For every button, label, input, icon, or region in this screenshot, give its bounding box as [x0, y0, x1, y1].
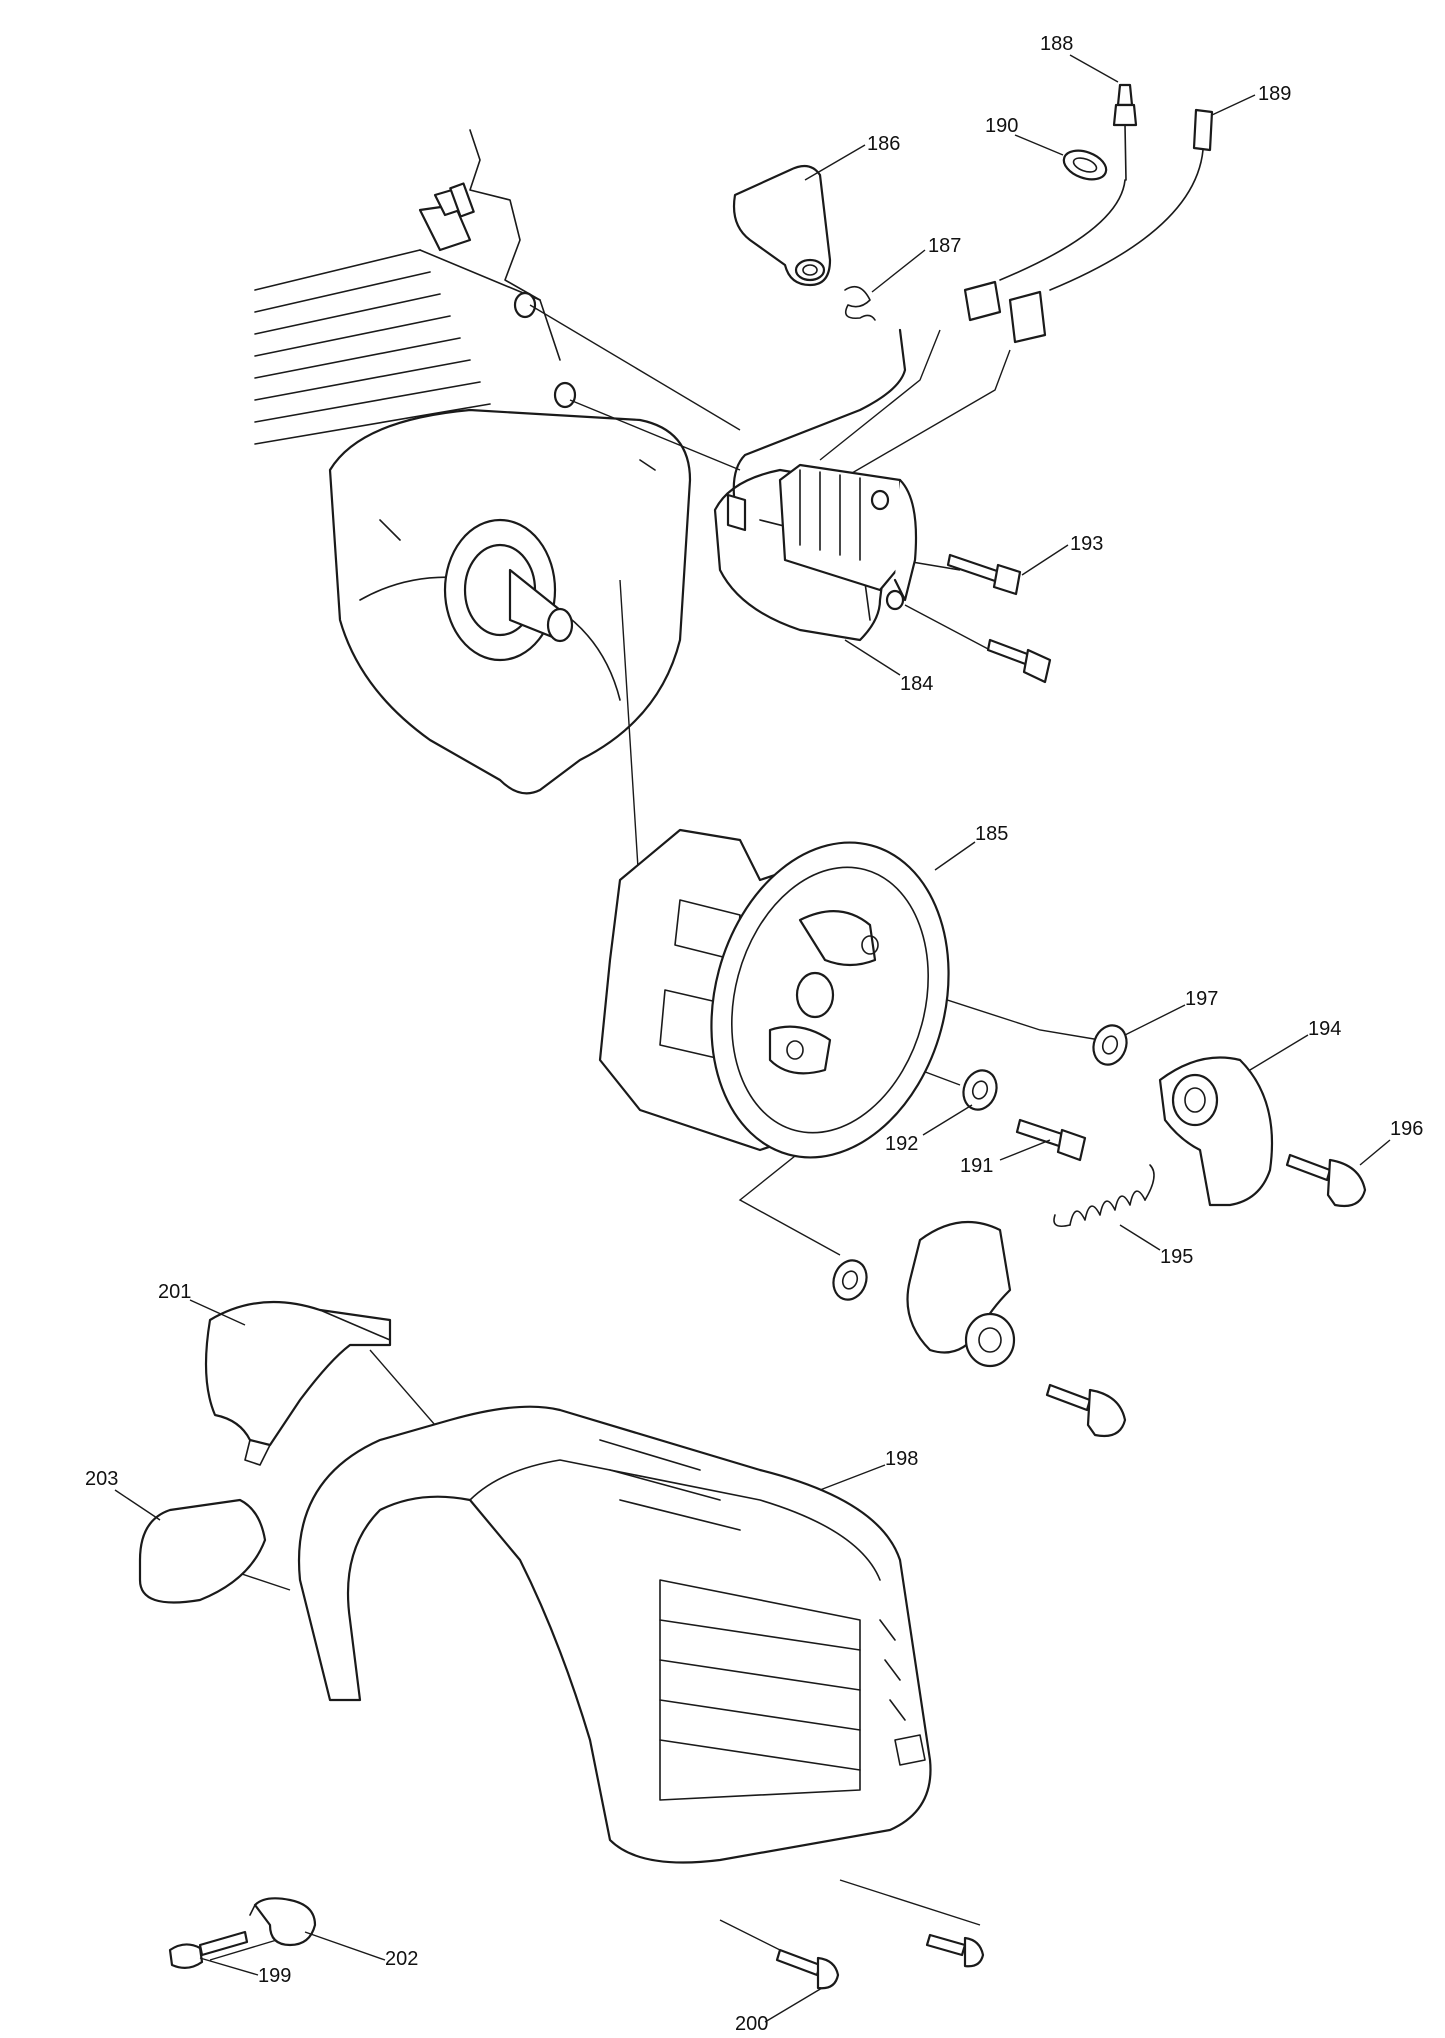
clutch-spring: [1053, 1164, 1155, 1228]
label-191: 191: [960, 1155, 993, 1177]
callout-184: 184: [844, 639, 933, 695]
part-labels: 188 189 190 186 187 193 184 185: [85, 33, 1423, 2035]
label-195: 195: [1160, 1246, 1193, 1268]
ground-wires: [963, 83, 1214, 344]
label-190: 190: [985, 115, 1018, 137]
label-185: 185: [975, 823, 1008, 845]
callout-195: 195: [1119, 1224, 1193, 1268]
grommet: [1062, 149, 1108, 181]
callout-203: 203: [85, 1468, 161, 1521]
callout-186: 186: [804, 133, 900, 181]
clutch-shoe: [906, 1056, 1274, 1368]
callout-199: 199: [199, 1957, 291, 1987]
label-192: 192: [885, 1133, 918, 1155]
label-189: 189: [1258, 83, 1291, 105]
label-187: 187: [928, 235, 961, 257]
cap-spring: [844, 285, 876, 321]
wire-clamp: [249, 1897, 317, 1947]
callout-198: 198: [819, 1448, 918, 1491]
flywheel: [598, 828, 950, 1159]
spark-plug-cap: [732, 164, 832, 287]
label-193: 193: [1070, 533, 1103, 555]
label-198: 198: [885, 1448, 918, 1470]
bolt-191: [1015, 1118, 1087, 1162]
callout-188: 188: [1040, 33, 1119, 83]
label-plate: [138, 1498, 267, 1604]
callout-185: 185: [934, 823, 1008, 871]
label-202: 202: [385, 1948, 418, 1970]
callout-201: 201: [158, 1281, 246, 1326]
callout-189: 189: [1211, 83, 1291, 116]
callout-197: 197: [1124, 988, 1218, 1036]
callout-191: 191: [960, 1139, 1051, 1177]
engine-crankcase: [254, 129, 692, 795]
label-196: 196: [1390, 1118, 1423, 1140]
label-201: 201: [158, 1281, 191, 1303]
callout-200: 200: [735, 1987, 823, 2035]
callout-196: 196: [1359, 1118, 1423, 1166]
label-186: 186: [867, 133, 900, 155]
callout-192: 192: [885, 1104, 973, 1155]
callout-202: 202: [304, 1931, 418, 1970]
label-200: 200: [735, 2013, 768, 2035]
washers: [832, 1024, 1128, 1301]
label-203: 203: [85, 1468, 118, 1490]
label-184: 184: [900, 673, 933, 695]
callout-193: 193: [1021, 533, 1103, 576]
callout-190: 190: [985, 115, 1064, 156]
guard-cover: [204, 1300, 392, 1466]
label-197: 197: [1185, 988, 1218, 1010]
label-188: 188: [1040, 33, 1073, 55]
label-199: 199: [258, 1965, 291, 1987]
fan-housing: [297, 1405, 932, 1864]
ignition-coil: [713, 328, 918, 642]
callout-187: 187: [871, 235, 961, 293]
callout-194: 194: [1249, 1018, 1341, 1071]
shoulder-bolts: [1045, 1153, 1367, 1438]
label-194: 194: [1308, 1018, 1341, 1040]
housing-screws: [168, 1930, 985, 1990]
coil-screws: [946, 553, 1052, 684]
